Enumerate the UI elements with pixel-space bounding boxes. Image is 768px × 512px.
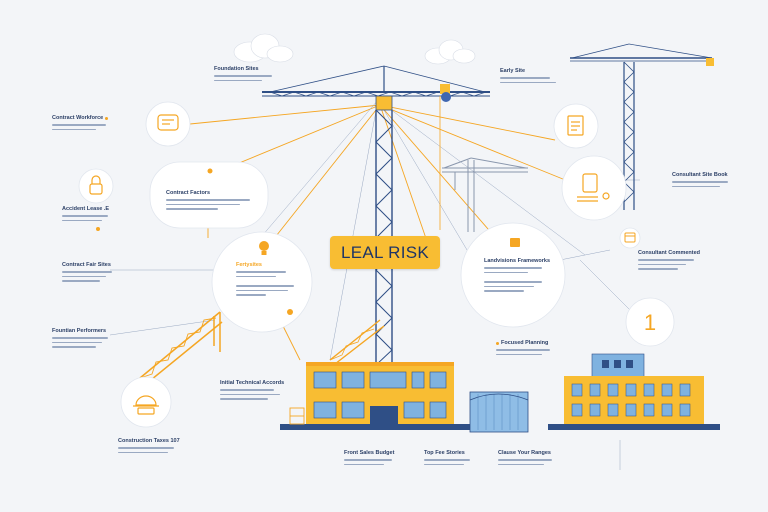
- bubble-landvisions-text: Landvisions Frameworks: [484, 258, 551, 292]
- crane-hook-blob: [441, 92, 451, 102]
- thin-lines: [109, 99, 641, 470]
- small-orange-dots: [96, 168, 293, 315]
- hardhat-circle: [120, 376, 172, 428]
- label-left-5: Construction Taxes 107: [118, 438, 180, 453]
- right-number: 1: [644, 310, 656, 335]
- label-top-crane-left: Foundation Sites: [214, 66, 276, 81]
- label-left-2: Accident Lease .E: [62, 206, 112, 221]
- label-text: Clause Your Ranges: [498, 450, 551, 456]
- bubble-fertysites-text: Fertysites: [236, 262, 296, 296]
- label-text: Fountian Performers: [52, 328, 107, 334]
- bubble-contract-factors-text: Contract Factors: [166, 190, 256, 210]
- label-text: Contract Workforce: [52, 115, 104, 121]
- lock-circle: [78, 168, 114, 204]
- number-circle: [625, 297, 675, 347]
- label-text: Contract Factors: [166, 190, 211, 196]
- hardhat-icon: [133, 395, 159, 415]
- lightbulb-icon: [259, 241, 269, 255]
- label-text: Landvisions Frameworks: [484, 258, 551, 264]
- label-text: Early Site: [500, 68, 526, 74]
- label-mid-crane: Initial Technical Accords: [220, 380, 286, 400]
- mid-arm: [329, 319, 385, 365]
- label-text: Focused Planning: [501, 340, 549, 346]
- label-text: Top Fee Stories: [424, 450, 465, 456]
- label-left-4: Fountian Performers: [52, 328, 112, 348]
- crane-cab: [375, 95, 393, 111]
- calendar-icon-small: [510, 238, 520, 247]
- label-right-2: Consultant Commented: [638, 250, 701, 270]
- label-text: Initial Technical Accords: [220, 380, 285, 386]
- label-text: Front Sales Budget: [344, 450, 395, 456]
- label-text: Accident Lease .E: [62, 206, 110, 212]
- label-text: Consultant Commented: [638, 250, 701, 256]
- label-text: Construction Taxes 107: [118, 438, 180, 444]
- main-crane: [262, 65, 490, 366]
- cloud-left: [233, 33, 294, 63]
- label-building-right: Focused Planning: [496, 340, 558, 355]
- label-text: Foundation Sites: [214, 66, 259, 72]
- label-bottom-1: Front Sales Budget: [344, 450, 396, 465]
- blue-container: [469, 391, 529, 433]
- banner-title: LEAL RISK: [340, 242, 430, 262]
- label-bottom-3: Clause Your Ranges: [498, 450, 556, 465]
- leal-risk-banner: LEAL RISK: [330, 236, 440, 269]
- bg-crane: [442, 157, 528, 232]
- calendar-icon: [624, 232, 636, 243]
- label-right-1: Consultant Site Book: [672, 172, 734, 187]
- right-crane-weight: [706, 58, 714, 66]
- bubble-contract-factors: [149, 161, 269, 229]
- main-building: [280, 362, 470, 430]
- right-building: [548, 353, 720, 430]
- bubble-landvisions: [460, 222, 566, 328]
- label-top-crane-right: Early Site: [500, 68, 560, 83]
- bubble-fertysites: [211, 231, 313, 333]
- chat-icon: [157, 114, 179, 131]
- hand-icon: [577, 173, 610, 202]
- left-crane: [139, 311, 223, 385]
- calendar-circle: [619, 227, 641, 249]
- label-left-1: Contract Workforce: [52, 115, 112, 130]
- label-text: Consultant Site Book: [672, 172, 728, 178]
- scaffold: [289, 407, 305, 425]
- counterweight: [440, 84, 450, 94]
- hand-circle: [561, 155, 627, 221]
- cloud-right: [424, 39, 476, 65]
- label-text: Contract Fair Sites: [62, 262, 111, 268]
- document-icon: [567, 115, 584, 136]
- label-left-3: Contract Fair Sites: [62, 262, 114, 282]
- lock-icon: [89, 175, 103, 195]
- label-text: Fertysites: [236, 262, 262, 268]
- label-bottom-2: Top Fee Stories: [424, 450, 476, 465]
